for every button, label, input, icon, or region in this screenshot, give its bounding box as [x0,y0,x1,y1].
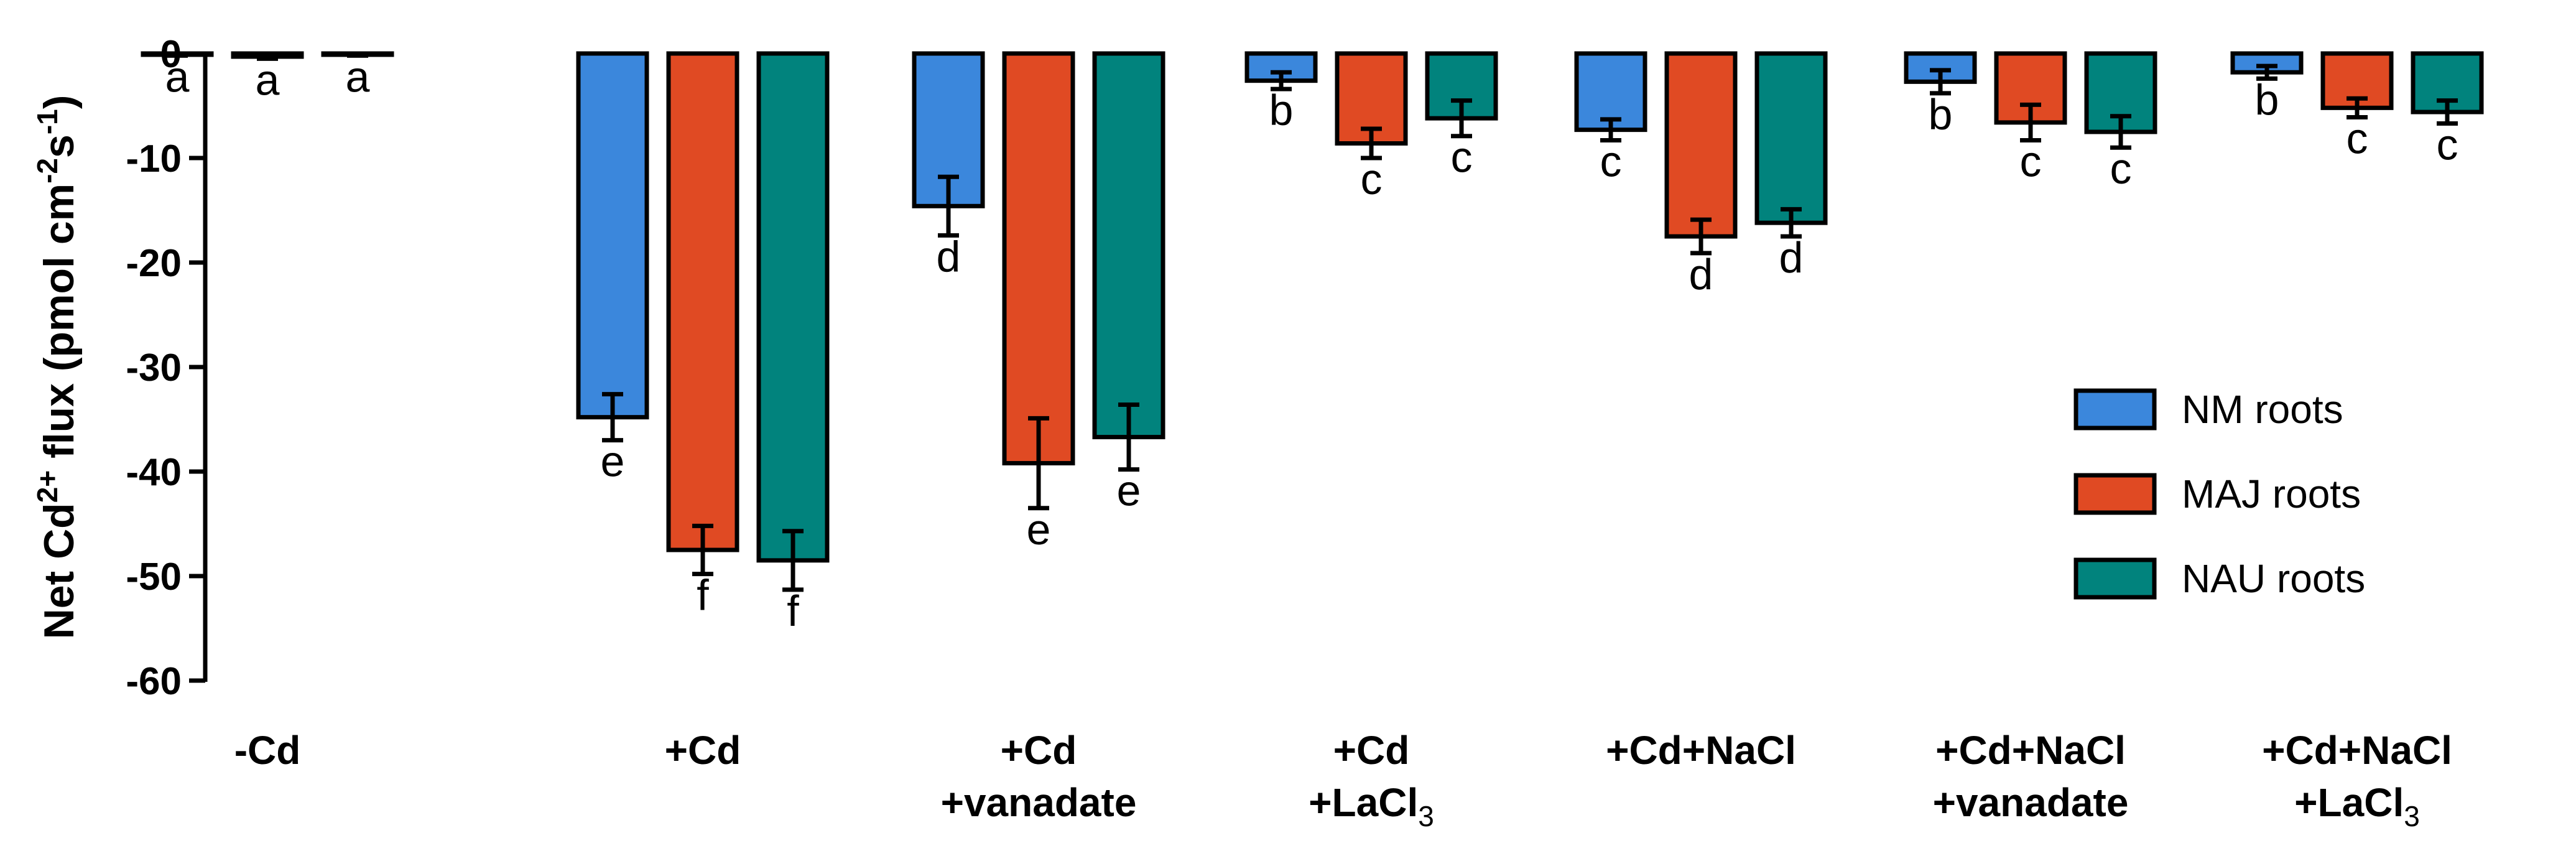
category-label-text: +vanadate [1933,780,2129,825]
significance-letter: c [1600,137,1622,185]
legend-label: MAJ roots [2182,472,2361,516]
significance-letter: b [2255,75,2279,124]
significance-letter: e [1117,467,1141,515]
significance-letter: b [1929,90,1953,139]
category-label-text: +LaCl [1309,780,1418,825]
significance-letter: e [601,437,625,486]
y-axis-title-mid2: s [35,134,83,158]
significance-letter: d [1689,250,1713,299]
y-tick-label: -20 [126,242,182,285]
legend-label: NAU roots [2182,556,2365,601]
category-label-text: +Cd+NaCl [2262,728,2452,773]
significance-letter: c [2437,121,2458,169]
significance-letter: f [697,571,709,620]
category-label: +Cd [1333,728,1410,773]
legend-swatch [2073,388,2157,430]
category-label: +LaCl3 [2294,780,2420,832]
bar-nm-roots [1574,51,1647,133]
bar-nau-roots [1092,51,1165,440]
legend-swatch [2073,557,2157,600]
bar-nm-roots [576,51,649,420]
y-axis-title-sup1: 2+ [31,470,63,503]
significance-letter: e [1027,505,1051,554]
category-label-text: +Cd+NaCl [1606,728,1796,773]
category-label-text: +vanadate [941,780,1137,825]
category-label-text: +Cd [1001,728,1077,773]
significance-letter: a [165,52,190,101]
y-tick-label: -10 [126,137,182,180]
category-label: +Cd+NaCl [1935,728,2126,773]
category-label-subscript: 3 [1418,800,1434,832]
bar-maj-roots [1664,51,1738,239]
y-tick-label: -30 [126,347,182,389]
y-tick-label: -50 [126,556,182,598]
category-label: -Cd [234,728,301,773]
category-label: +Cd [1001,728,1077,773]
significance-letter: c [2347,114,2368,162]
significance-letter: c [1451,133,1473,182]
y-axis: 0-10-20-30-40-50-60 [126,33,208,703]
y-axis-title-sup3: -1 [31,109,63,134]
category-label: +Cd+NaCl [2262,728,2452,773]
significance-letter: a [346,52,370,101]
bar-maj-roots [666,51,739,552]
significance-letter: c [2020,137,2042,185]
bar-maj-roots [1002,51,1075,466]
category-label-text: -Cd [234,728,301,773]
category-label-text: +Cd [1333,728,1410,773]
category-label-text: +Cd+NaCl [1935,728,2126,773]
legend-swatch [2073,473,2157,515]
category-label: +Cd+NaCl [1606,728,1796,773]
legend-label: NM roots [2182,387,2343,432]
category-label: +vanadate [1933,780,2129,825]
significance-letter: f [787,587,799,635]
category-label: +vanadate [941,780,1137,825]
y-axis-title-prefix: Net Cd [35,503,83,639]
category-label: +LaCl3 [1309,780,1434,832]
y-axis-title: Net Cd2+ flux (pmol cm-2s-1) [31,95,83,640]
y-axis-title-suffix: ) [35,95,83,109]
significance-letter: a [256,55,280,104]
significance-letter: c [1361,155,1383,203]
significance-letter: b [1269,86,1294,134]
category-label-text: +Cd [665,728,741,773]
y-axis-title-group: Net Cd2+ flux (pmol cm-2s-1) [31,95,83,640]
bar-maj-roots [2320,51,2394,110]
y-tick-label: -60 [126,660,182,703]
significance-letter: c [2110,144,2132,193]
category-label-text: +LaCl [2294,780,2404,825]
y-axis-title-sup2: -2 [31,158,63,184]
bars-group: a e d b c b b a f e c d c c a f e c d c c [141,51,2484,635]
category-label-subscript: 3 [2404,800,2420,832]
significance-letter: d [1779,233,1804,282]
bar-nau-roots [756,51,830,563]
category-label: +Cd [665,728,741,773]
category-labels: -Cd+Cd+Cd+vanadate+Cd+LaCl3+Cd+NaCl+Cd+N… [234,728,2452,832]
bar-nau-roots [1754,51,1828,225]
significance-letter: d [937,232,961,281]
y-tick-label: -40 [126,451,182,494]
y-axis-title-middle: flux (pmol cm [35,184,83,470]
